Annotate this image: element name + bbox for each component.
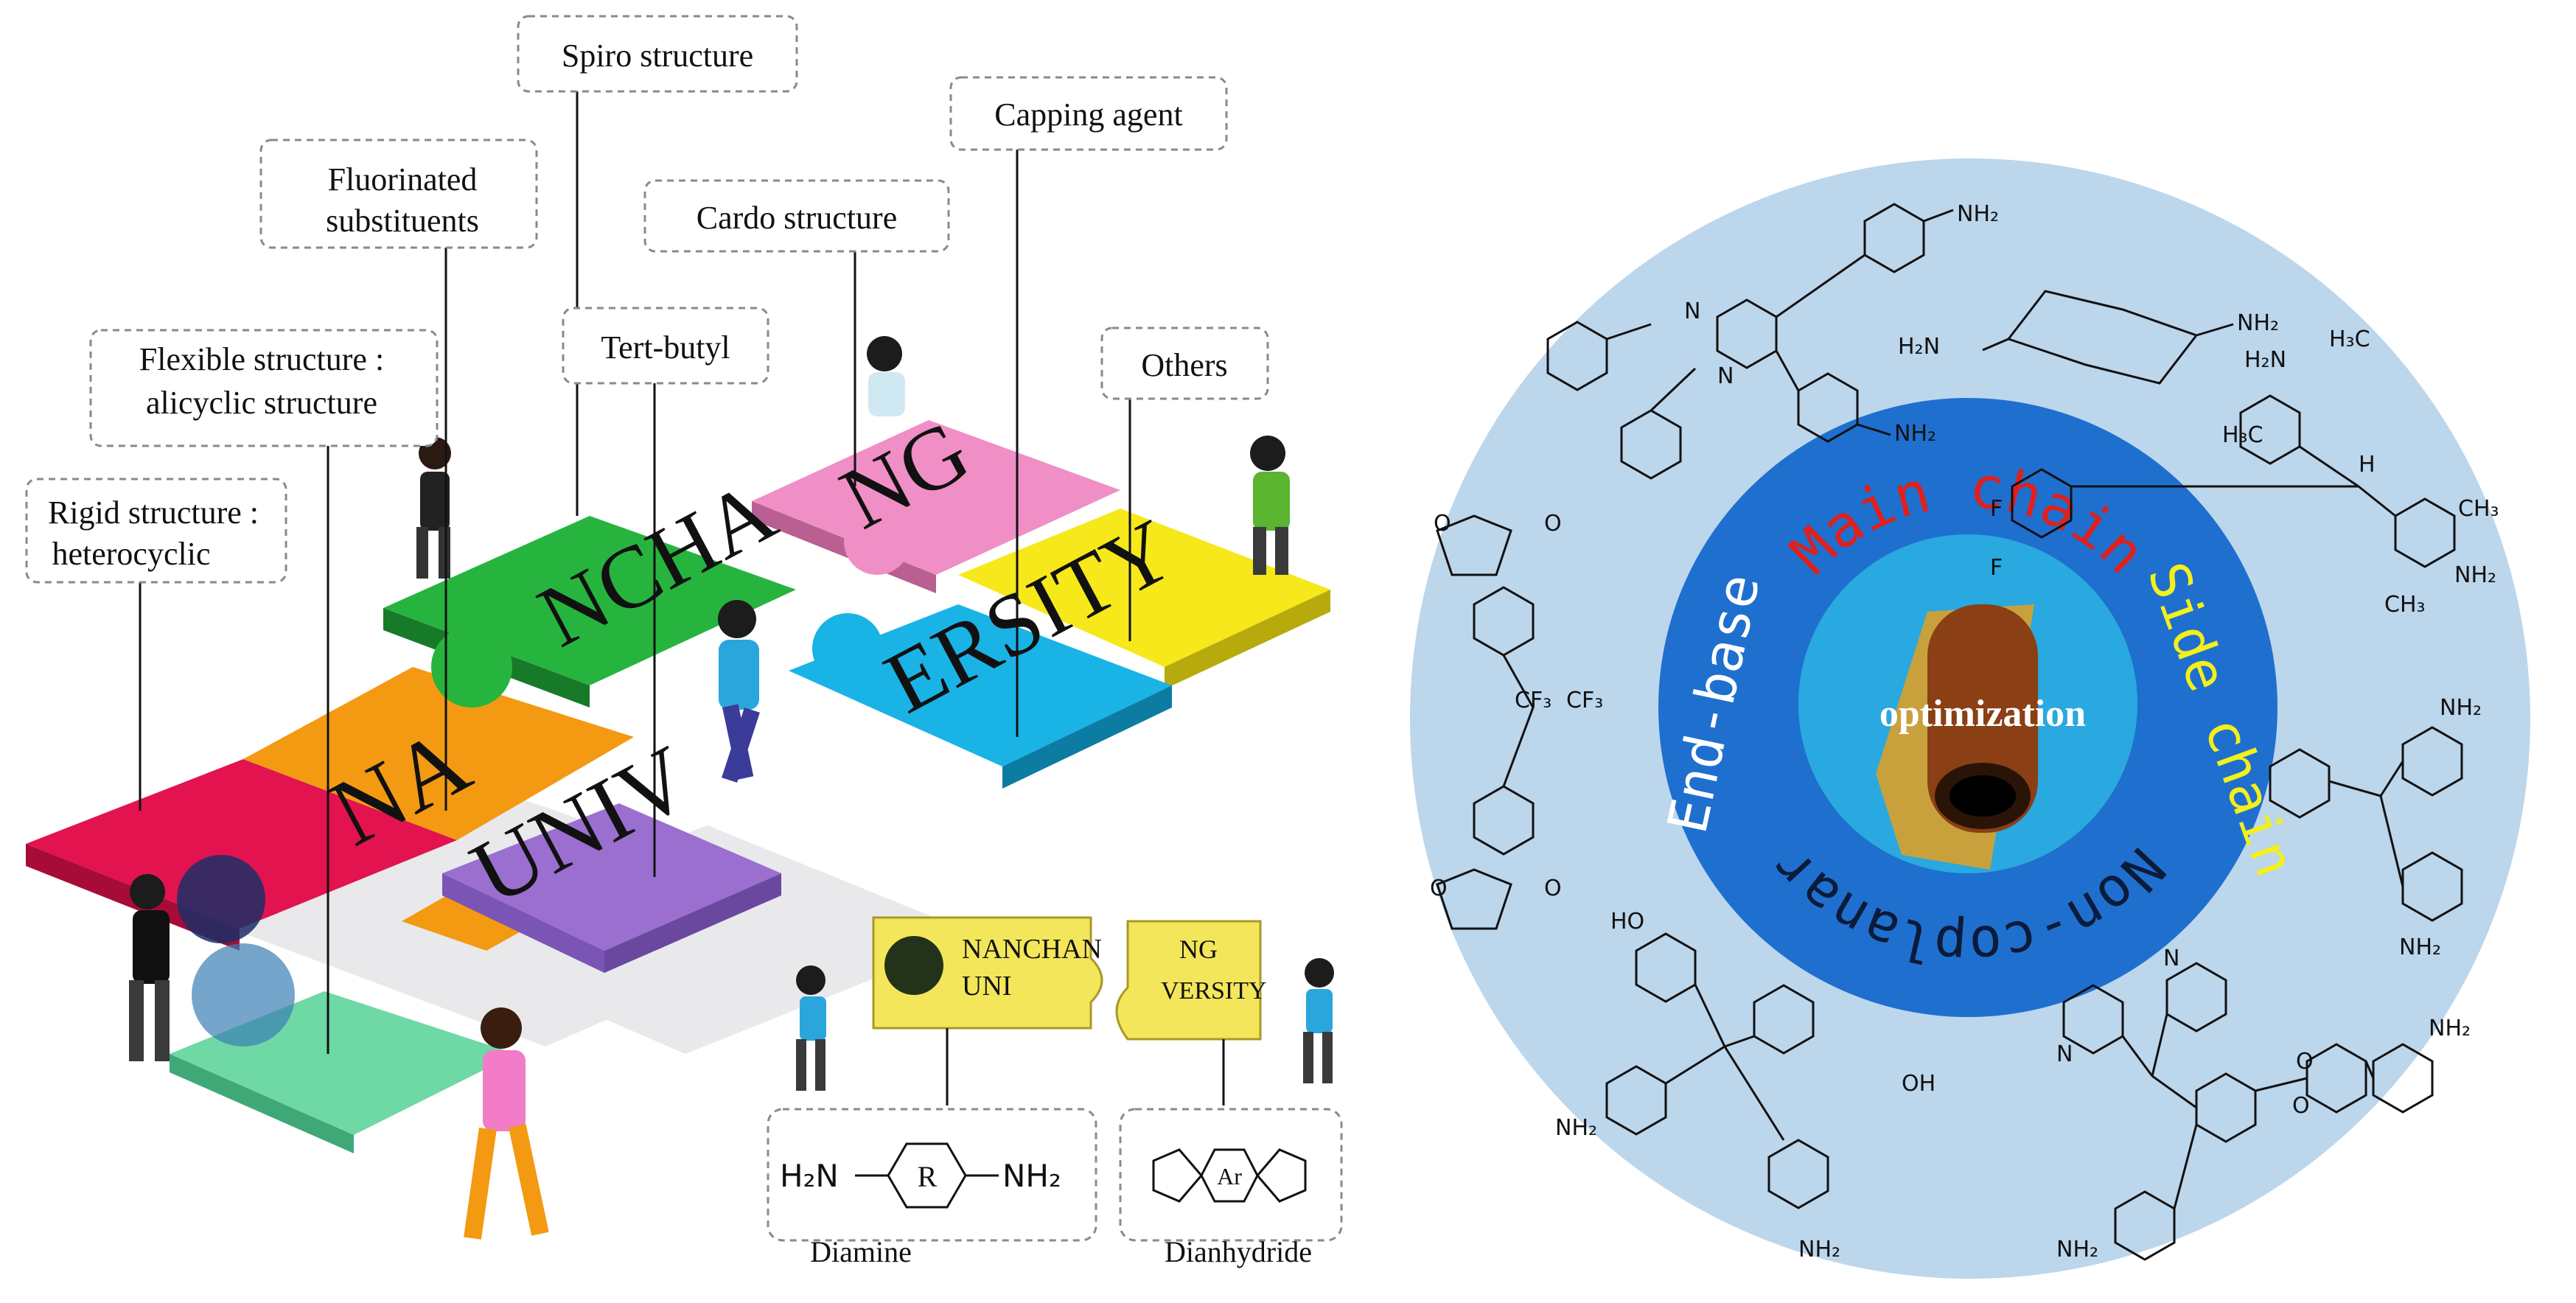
label-text: Spiro structure <box>562 38 753 74</box>
label-others: Others <box>1100 326 1269 400</box>
atom-label: H₃C <box>2329 326 2370 352</box>
label-rigid-structure: Rigid structure : heterocyclic <box>25 478 287 584</box>
atom-label: HO <box>1610 909 1644 935</box>
puzzle-piece-yellow <box>958 509 1330 667</box>
label-fluorinated-substituents: Fluorinated substituents <box>259 139 538 249</box>
atom-label: O <box>1544 876 1562 901</box>
atom-label: NH₂ <box>1957 201 1999 227</box>
puzzle-board: NA NCHA NG UNIV ERSITY <box>26 401 1330 1153</box>
atom-label: CF₃ <box>1515 688 1551 713</box>
atom-label: O <box>2296 1049 2314 1075</box>
atom-label: N <box>2056 1041 2073 1067</box>
person-figure <box>129 874 170 1061</box>
atom-label: F <box>1990 496 2003 522</box>
atom-label: N <box>1684 298 1700 324</box>
person-figure <box>464 1007 549 1240</box>
label-text: heterocyclic <box>52 536 211 572</box>
puzzle-piece-orange <box>243 667 634 840</box>
label-text: Rigid structure : <box>48 495 259 531</box>
atom-label: NH₂ <box>1894 421 1936 447</box>
label-text: Cardo structure <box>697 200 897 236</box>
label-text: substituents <box>326 203 479 239</box>
center-label: optimization <box>1879 693 2086 735</box>
atom-label: H₂N <box>1898 334 1940 360</box>
person-figure <box>718 600 760 783</box>
polyimide-film-image <box>1876 604 2038 870</box>
label-capping-agent: Capping agent <box>949 76 1228 151</box>
label-text: Flexible structure : <box>139 341 384 377</box>
atom-label: NH₂ <box>2440 695 2482 721</box>
label-tert-butyl: Tert-butyl <box>562 307 769 385</box>
puzzle-piece-pink <box>752 420 1120 575</box>
banner-text: NG <box>1179 935 1218 964</box>
atom-label: NH₂ <box>2056 1237 2098 1262</box>
puzzle-piece-blue <box>789 604 1172 766</box>
label-text: Fluorinated <box>328 161 478 198</box>
puzzle-piece-purple <box>442 803 781 951</box>
atom-label: H <box>2359 452 2376 478</box>
atom-label: NH₂ <box>2454 562 2496 588</box>
person-figure <box>1303 958 1334 1083</box>
atom-label: N <box>2163 946 2179 971</box>
dianhydride-banner <box>1115 920 1262 1041</box>
label-spiro-structure: Spiro structure <box>517 15 798 93</box>
people-figures <box>129 336 1290 1240</box>
atom-label: O <box>2292 1093 2310 1119</box>
molecule-atom-labels: NH₂ N N NH₂ H₂N NH₂ H₂N H₃C H₃C H F F CH… <box>1430 201 2499 1262</box>
atom-label: H₂N <box>2244 347 2286 373</box>
atom-label: NH₂ <box>1798 1237 1840 1262</box>
structure-labels: Spiro structure Capping agent Fluorinate… <box>25 15 1269 584</box>
atom-label: N <box>1717 363 1734 389</box>
dianhydride-box <box>1119 1108 1343 1242</box>
label-cardo-structure: Cardo structure <box>643 179 950 253</box>
atom-label: CH₃ <box>2458 496 2499 522</box>
person-figure <box>867 336 905 416</box>
atom-label: H₃C <box>2222 422 2263 448</box>
atom-label: O <box>1434 511 1451 537</box>
atom-label: CF₃ <box>1566 688 1603 713</box>
diamine-caption: Diamine <box>810 1235 912 1268</box>
reaction-inset: NANCHAN UNI NG VERSITY R H₂N NH₂ Diamine <box>767 916 1343 1268</box>
person-figure <box>796 965 826 1091</box>
atom-label: NH₂ <box>2237 310 2279 336</box>
atom-label: F <box>1990 555 2003 581</box>
molecule-structures <box>1436 203 2463 1261</box>
label-text: Tert-butyl <box>601 329 730 366</box>
ar-group-label: Ar <box>1217 1163 1242 1190</box>
r-group-label: R <box>918 1160 938 1193</box>
label-text: Others <box>1141 347 1227 383</box>
atom-label: NH₂ <box>2399 935 2441 960</box>
atom-label: CH₃ <box>2384 592 2426 618</box>
nh2-label: NH₂ <box>1002 1158 1061 1194</box>
banner-text: NANCHAN <box>962 934 1102 965</box>
connector-lines <box>139 74 1131 1054</box>
h2n-label: H₂N <box>780 1158 839 1194</box>
atom-label: NH₂ <box>2429 1016 2471 1041</box>
label-text: Capping agent <box>994 97 1182 133</box>
optimization-circle: optimization Main chain Non-coplanar Sid… <box>1410 158 2530 1279</box>
label-flexible-structure: Flexible structure : alicyclic structure <box>89 329 439 447</box>
label-text: alicyclic structure <box>146 385 377 421</box>
diamine-box <box>767 1108 1097 1242</box>
atom-label: NH₂ <box>1555 1115 1597 1141</box>
dianhydride-caption: Dianhydride <box>1165 1235 1312 1268</box>
atom-label: O <box>1430 876 1448 901</box>
person-figure <box>1250 436 1290 575</box>
banner-text: UNI <box>962 971 1012 1002</box>
atom-label: O <box>1544 511 1562 537</box>
banner-text: VERSITY <box>1161 977 1267 1005</box>
atom-label: OH <box>1902 1071 1936 1097</box>
